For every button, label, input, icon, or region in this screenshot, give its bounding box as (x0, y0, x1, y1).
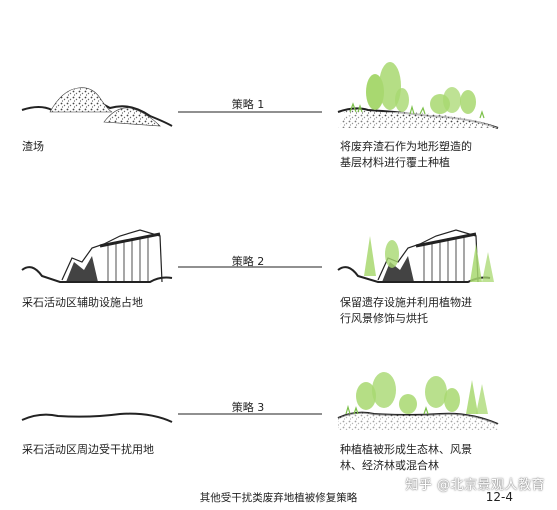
row2-strategy-label: 策略 2 (231, 255, 265, 268)
row3-right-forest (337, 372, 499, 430)
watermark: 知乎 @北京景观人教育 (405, 478, 545, 493)
row2-left-label: 采石活动区辅助设施占地 (22, 296, 143, 309)
row3-left-label: 采石活动区周边受干扰用地 (22, 443, 154, 456)
row2-right-preserved-facility (337, 229, 494, 283)
row1-left-slag-heap (21, 87, 173, 127)
row3-right-label-line2: 林、经济林或混合林 (340, 459, 439, 472)
row3-left-disturbed-land (21, 412, 173, 423)
row1-right-planted-heap (337, 62, 499, 129)
page-number: 12-4 (485, 490, 513, 504)
row2-left-quarry-facility (21, 229, 173, 283)
row1-left-label: 渣场 (22, 140, 44, 153)
row1-right-label-line1: 将废弃渣石作为地形塑造的 (340, 140, 472, 153)
row1-strategy-label: 策略 1 (231, 98, 265, 111)
row3-right-label-line1: 种植植被形成生态林、风景 (340, 443, 472, 456)
row2-right-label-line1: 保留遗存设施并利用植物进 (340, 296, 472, 309)
row3-strategy-label: 策略 3 (231, 401, 265, 414)
figure-caption: 其他受干扰类废弃地植被修复策略 (199, 492, 358, 504)
row1-right-label-line2: 基层材料进行覆土种植 (340, 156, 450, 169)
row2-right-label-line2: 行风景修饰与烘托 (340, 312, 428, 325)
